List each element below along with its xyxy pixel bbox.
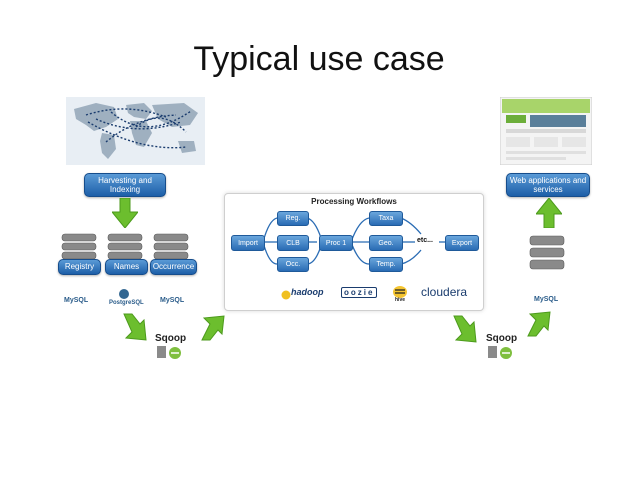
hadoop-elephant-icon	[281, 287, 291, 305]
postgresql-logo: PostgreSQL	[109, 300, 144, 306]
db-registry	[60, 232, 100, 276]
node-clb: CLB	[277, 235, 309, 251]
node-export: Export	[445, 235, 479, 251]
db-label-names: Names	[105, 259, 148, 275]
node-import: Import	[231, 235, 265, 251]
harvesting-indexing-box: Harvesting and Indexing	[84, 173, 166, 197]
sqoop-icon	[488, 346, 514, 365]
sqoop-icon	[157, 346, 183, 365]
diag-up-arrow-icon	[524, 310, 554, 345]
db-right	[528, 234, 568, 274]
mysql-logo: MySQL	[64, 297, 89, 304]
world-map-image	[66, 97, 205, 165]
page-title: Typical use case	[193, 40, 445, 78]
node-temp: Temp.	[369, 257, 403, 272]
db-label-occurrence: Occurrence	[150, 259, 197, 275]
node-geo: Geo.	[369, 235, 403, 251]
mysql-logo: MySQL	[534, 296, 559, 303]
mysql-logo: MySQL	[160, 297, 185, 304]
node-occ: Occ.	[277, 257, 309, 272]
panel-title: Processing Workflows	[311, 197, 397, 206]
node-proc1: Proc 1	[319, 235, 353, 251]
sqoop-label-left: Sqoop	[155, 333, 187, 344]
database-icon	[153, 233, 189, 260]
hive-bee-icon	[391, 282, 409, 305]
db-label-registry: Registry	[58, 259, 101, 275]
node-taxa: Taxa	[369, 211, 403, 226]
hadoop-logo: hadoop	[291, 287, 324, 297]
up-arrow-icon	[534, 197, 564, 233]
sqoop-label-right: Sqoop	[486, 333, 518, 344]
database-icon	[107, 233, 143, 260]
oozie-logo: oozie	[341, 287, 378, 298]
postgresql-elephant-icon	[118, 287, 130, 305]
hive-logo: hive	[395, 297, 406, 303]
db-names	[106, 232, 146, 262]
down-arrow-icon	[110, 197, 140, 233]
database-icon	[61, 233, 97, 260]
diag-down-arrow-icon	[120, 312, 150, 347]
processing-workflows-panel: Processing Workflows Import Reg. CLB Occ…	[224, 193, 484, 311]
web-app-screenshot	[499, 96, 593, 166]
diag-up-arrow-icon	[198, 314, 228, 349]
cloudera-logo: cloudera	[421, 285, 468, 299]
node-reg: Reg.	[277, 211, 309, 226]
database-icon	[529, 235, 565, 270]
diag-down-arrow-icon	[450, 314, 480, 349]
node-etc: etc...	[417, 237, 433, 244]
db-occurrence	[152, 232, 192, 262]
web-apps-box: Web applications and services	[506, 173, 590, 197]
